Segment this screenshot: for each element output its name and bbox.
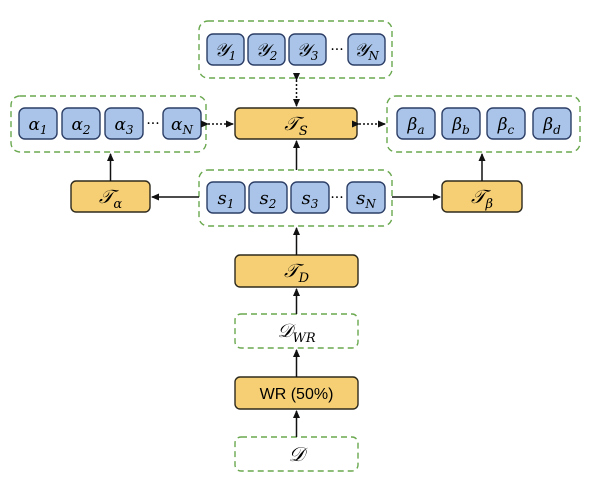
svg-text:βa: βa <box>407 115 425 137</box>
svg-text:s2: s2 <box>260 188 277 211</box>
tbeta-node: 𝒯β <box>441 180 523 213</box>
svg-text:s1: s1 <box>218 188 235 211</box>
s-item-2: s2 <box>248 181 288 214</box>
alpha-item-n: αN <box>162 107 202 140</box>
y-group-container <box>198 20 393 79</box>
talpha-node: 𝒯α <box>70 180 151 213</box>
svg-text:WR (50%): WR (50%) <box>260 386 334 403</box>
svg-text:αN: αN <box>171 115 193 137</box>
beta-item-b: βb <box>441 107 481 140</box>
alpha-item-3: α3 <box>104 107 144 140</box>
alpha-item-2: α2 <box>61 107 101 140</box>
y-item-2: 𝒴2 <box>247 33 286 66</box>
beta-item-a: βa <box>396 107 436 140</box>
alpha-item-1: α1 <box>18 107 58 140</box>
svg-text:sN: sN <box>356 188 376 211</box>
y-item-n: 𝒴N <box>347 33 386 66</box>
td-node: 𝒯D <box>234 254 359 288</box>
ts-node: 𝒯S <box>234 107 358 140</box>
svg-text:s3: s3 <box>302 188 319 211</box>
svg-text:𝒟: 𝒟 <box>289 442 309 466</box>
svg-text:α3: α3 <box>114 115 133 137</box>
svg-text:βd: βd <box>542 115 561 137</box>
beta-item-d: βd <box>532 107 572 140</box>
s-item-1: s1 <box>206 181 246 214</box>
y-item-1: 𝒴1 <box>206 33 245 66</box>
beta-item-c: βc <box>486 107 526 140</box>
y-item-3: 𝒴3 <box>288 33 327 66</box>
dwr-node: 𝒟WR <box>277 320 316 346</box>
alpha-ellipsis: ··· <box>146 116 159 132</box>
svg-text:βc: βc <box>497 115 515 137</box>
svg-text:α1: α1 <box>28 115 47 137</box>
svg-text:βb: βb <box>451 115 470 137</box>
svg-text:α2: α2 <box>71 115 90 137</box>
s-item-3: s3 <box>290 181 330 214</box>
d-node: 𝒟 <box>289 442 309 466</box>
s-ellipsis: ··· <box>330 190 343 206</box>
s-item-n: sN <box>346 181 386 214</box>
wr-node: WR (50%) <box>234 376 359 410</box>
y-ellipsis: ··· <box>330 42 343 58</box>
svg-text:𝒴N: 𝒴N <box>354 40 379 63</box>
svg-text:𝒟WR: 𝒟WR <box>277 320 316 346</box>
